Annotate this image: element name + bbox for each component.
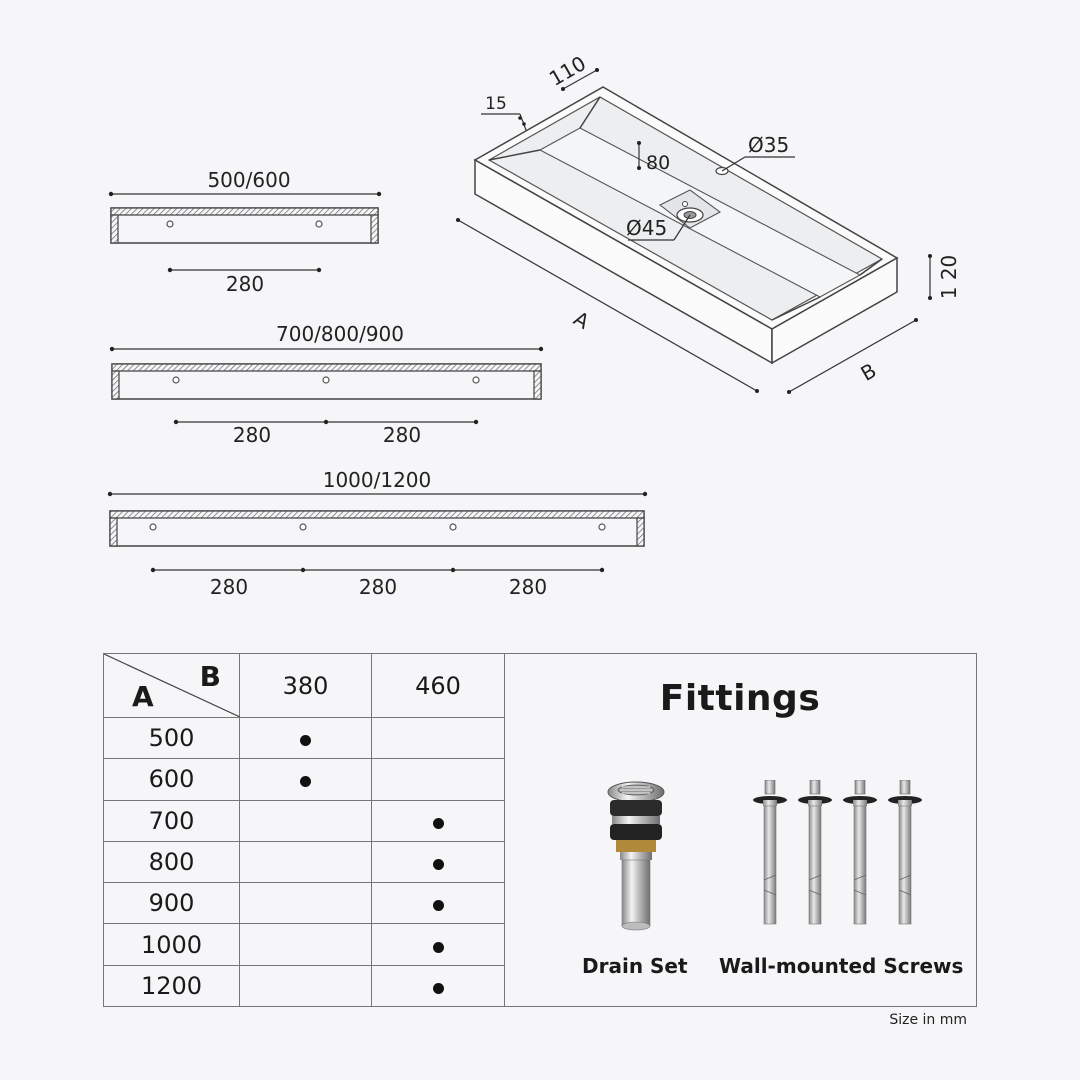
table-cell xyxy=(371,840,505,884)
table-row-length: 800 xyxy=(103,840,240,884)
table-cell xyxy=(371,799,505,842)
availability-dot xyxy=(300,776,311,788)
section-small-spacing-1: 280 xyxy=(226,272,264,296)
table-cell xyxy=(371,716,505,760)
table-row-length: 1000 xyxy=(103,923,240,966)
table-cell xyxy=(239,758,372,801)
table-cell xyxy=(239,840,372,884)
table-row: 1000 xyxy=(103,923,505,966)
table-cell xyxy=(371,758,505,801)
table-row-length: 500 xyxy=(103,716,240,760)
table-row: 900 xyxy=(103,882,505,925)
section-large-spacing-3: 280 xyxy=(509,575,547,599)
section-drawing-small: 500/600 280 xyxy=(108,168,382,296)
table-row: 500 xyxy=(103,716,505,760)
section-large-spacing-1: 280 xyxy=(210,575,248,599)
drain-set-label: Drain Set xyxy=(582,954,688,978)
table-cell xyxy=(371,964,505,1008)
table-corner-b: B xyxy=(199,660,221,693)
table-row: 1200 xyxy=(103,964,505,1008)
section-drawing-large: 1000/1200 280 280 280 xyxy=(107,468,648,599)
wall-mounted-screws-label: Wall-mounted Screws xyxy=(719,954,964,978)
table-cell xyxy=(239,882,372,925)
iso-height-label: 1 20 xyxy=(937,255,961,300)
iso-width-letter: B xyxy=(857,358,881,386)
availability-dot xyxy=(432,982,444,994)
iso-tap-hole-label: Ø35 xyxy=(748,133,789,157)
iso-rim-width-label: 110 xyxy=(545,51,590,91)
section-medium-spacing-2: 280 xyxy=(383,423,421,447)
availability-dot xyxy=(432,900,444,912)
table-cell xyxy=(371,923,505,966)
availability-dot xyxy=(432,817,444,829)
drain-set-image xyxy=(607,781,665,931)
isometric-basin-drawing: 110 15 80 Ø35 Ø45 1 20 A B xyxy=(456,51,961,394)
table-cell xyxy=(239,799,372,842)
section-medium-spacing-1: 280 xyxy=(233,423,271,447)
fittings-title: Fittings xyxy=(659,678,821,719)
section-small-width-label: 500/600 xyxy=(207,168,290,192)
table-corner-cell: B A xyxy=(103,653,240,718)
table-column-header: 460 xyxy=(371,653,505,718)
section-drawing-medium: 700/800/900 280 280 xyxy=(109,322,544,447)
table-row-length: 600 xyxy=(103,758,240,801)
availability-dot xyxy=(300,735,311,747)
units-note: Size in mm xyxy=(889,1012,967,1028)
iso-drain-hole-label: Ø45 xyxy=(626,216,667,240)
table-corner-a: A xyxy=(132,680,154,713)
iso-depth-label: 80 xyxy=(646,152,670,174)
table-cell xyxy=(239,716,372,760)
table-row: 800 xyxy=(103,840,505,884)
table-row-length: 1200 xyxy=(103,964,240,1008)
table-cell xyxy=(239,964,372,1008)
table-cell xyxy=(371,882,505,925)
section-large-width-label: 1000/1200 xyxy=(323,468,432,492)
table-row: 700 xyxy=(103,799,505,842)
iso-length-letter: A xyxy=(570,306,594,334)
table-column-header: 380 xyxy=(239,653,372,718)
iso-wall-label: 15 xyxy=(485,94,507,114)
section-large-spacing-2: 280 xyxy=(359,575,397,599)
fittings-panel: Fittings Drain Set Wall-mounted Screws xyxy=(504,653,977,1007)
table-row-length: 900 xyxy=(103,882,240,925)
section-medium-width-label: 700/800/900 xyxy=(276,322,404,346)
availability-dot xyxy=(432,858,444,870)
wall-mounted-screws-image xyxy=(753,780,923,925)
table-cell xyxy=(239,923,372,966)
table-row-length: 700 xyxy=(103,799,240,842)
table-row: 600 xyxy=(103,758,505,801)
availability-dot xyxy=(432,941,444,953)
